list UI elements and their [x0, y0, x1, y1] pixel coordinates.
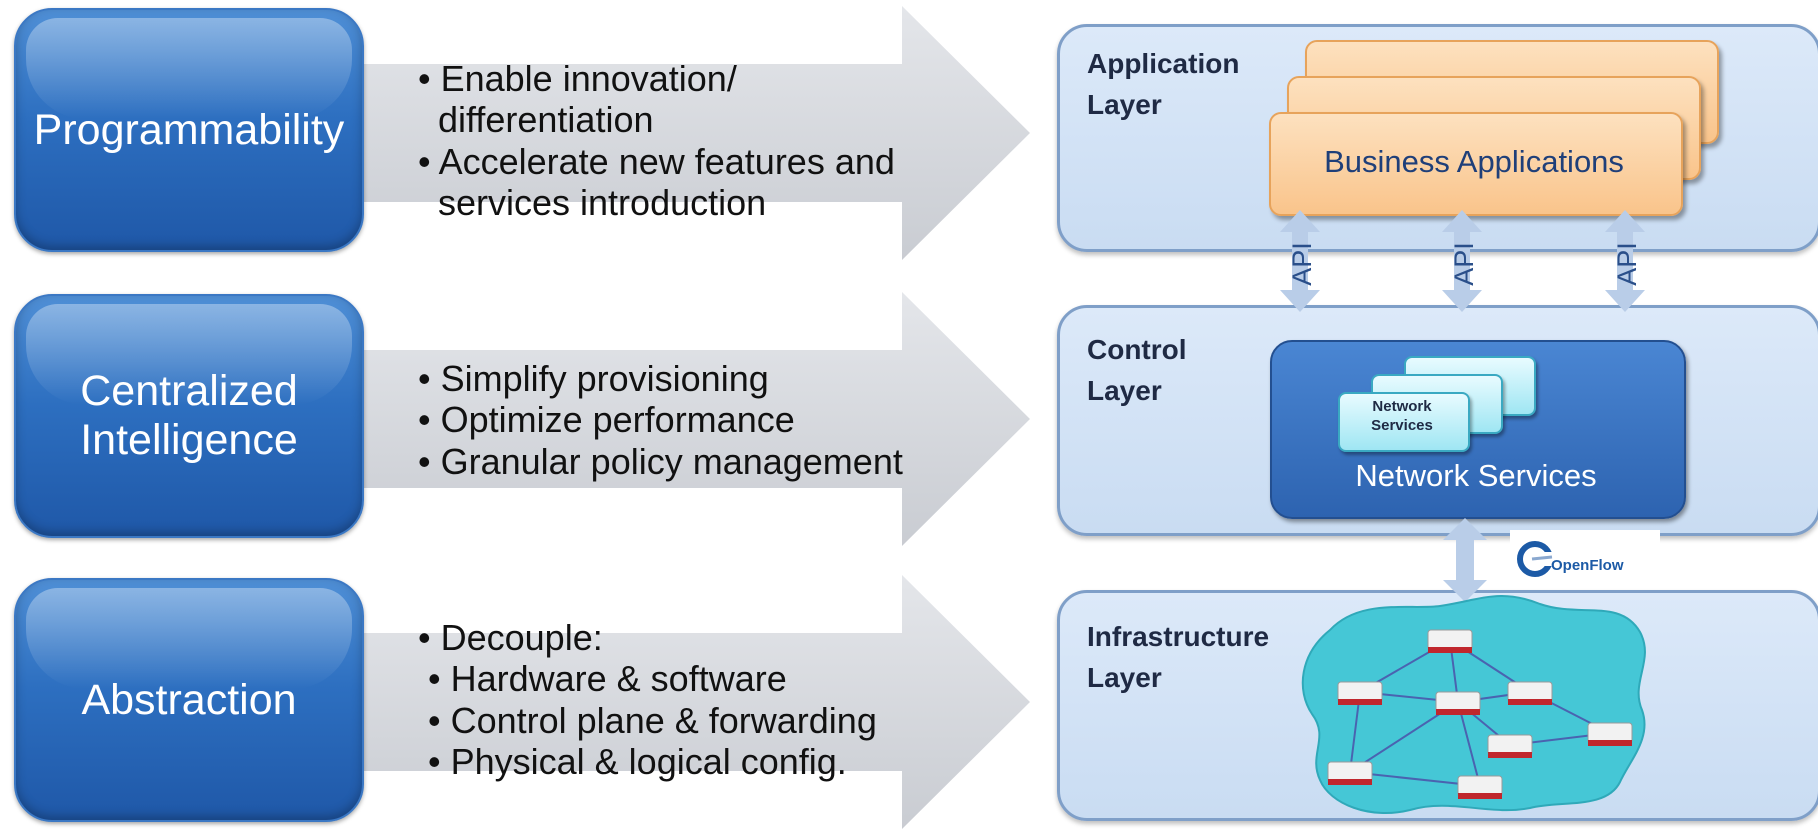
bullet-item: • Optimize performance — [418, 399, 795, 441]
business-app-card-front — [1269, 112, 1683, 216]
openflow-logo-icon — [1517, 541, 1553, 577]
api-label-middle: API — [1449, 242, 1479, 286]
bullet-item: services introduction — [418, 182, 767, 224]
bullet-item: • Granular policy management — [418, 440, 903, 482]
control-layer-title: Control Layer — [1087, 334, 1187, 406]
openflow-double-arrow-icon — [1443, 518, 1487, 602]
network-services-card-label: Network Services — [1371, 398, 1433, 434]
bullet-item: • Control plane & forwarding — [418, 699, 877, 741]
network-topology — [1301, 595, 1646, 814]
bullet-list: • Decouple: • Hardware & software • Cont… — [418, 617, 877, 783]
bullet-item: • Decouple: — [418, 617, 603, 658]
api-label-right: API — [1612, 242, 1642, 286]
bullet-item: • Simplify provisioning — [418, 358, 769, 399]
network-services-card-front — [1338, 392, 1470, 452]
bullet-list: • Enable innovation/ differentiation • A… — [418, 58, 895, 224]
router-icon — [1337, 681, 1383, 705]
arrow-abstraction — [330, 575, 1030, 829]
router-icon — [1507, 681, 1553, 705]
bullet-item: • Enable innovation/ — [418, 58, 737, 99]
bullet-item: • Accelerate new features and — [418, 140, 895, 182]
router-icon — [1427, 629, 1473, 653]
router-icon — [1487, 734, 1533, 758]
api-arrow-middle-icon — [1442, 210, 1482, 312]
arrow-centralized-intelligence — [330, 292, 1030, 546]
router-nodes — [1327, 629, 1633, 799]
bullet-list: • Simplify provisioning • Optimize perfo… — [418, 358, 903, 482]
network-services-label: Network Services — [1355, 458, 1597, 493]
api-label-left: API — [1287, 242, 1317, 286]
infrastructure-layer-title: Infrastructure Layer — [1087, 621, 1270, 693]
pillar-title: Centralized Intelligence — [80, 367, 298, 464]
router-icon — [1457, 775, 1503, 799]
bullet-item: • Physical & logical config. — [418, 741, 847, 783]
api-arrow-left-icon — [1280, 210, 1320, 312]
bullet-item: differentiation — [418, 99, 654, 141]
router-icon — [1587, 722, 1633, 746]
router-icon — [1435, 691, 1481, 715]
pillar-box-abstraction: Abstraction — [14, 578, 364, 822]
application-layer-title: Application Layer — [1087, 48, 1240, 120]
openflow-arrow — [1443, 518, 1487, 602]
business-applications-label: Business Applications — [1324, 144, 1624, 179]
openflow-label: OpenFlow — [1551, 557, 1624, 574]
pillar-title: Abstraction — [81, 675, 297, 724]
api-arrow-right-icon — [1605, 210, 1645, 312]
router-icon — [1327, 761, 1373, 785]
pillar-title: Programmability — [33, 105, 345, 154]
bullet-item: • Hardware & software — [418, 658, 787, 700]
api-arrows — [1280, 210, 1645, 312]
pillar-box-centralized-intelligence: Centralized Intelligence — [14, 294, 364, 538]
arrow-programmability — [330, 6, 1030, 260]
pillar-box-programmability: Programmability — [14, 8, 364, 252]
